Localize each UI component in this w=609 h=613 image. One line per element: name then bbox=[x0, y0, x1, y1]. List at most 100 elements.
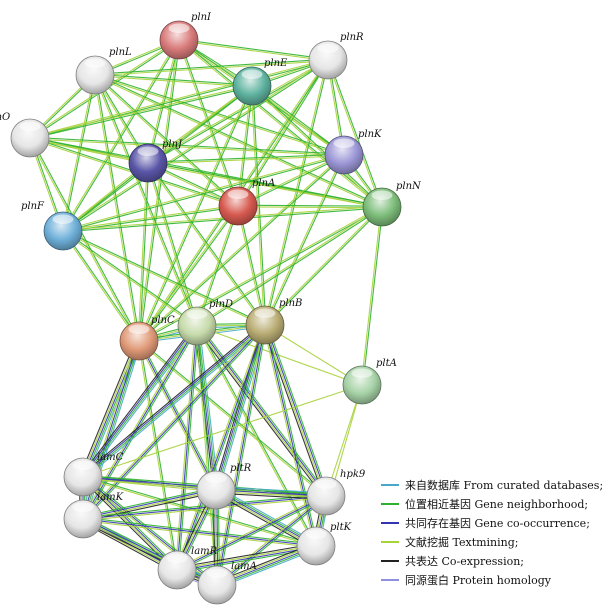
node-plnR[interactable]: plnR bbox=[308, 32, 364, 80]
node-sphere-pltR[interactable] bbox=[196, 470, 236, 510]
node-lamK[interactable]: lamK bbox=[63, 492, 124, 539]
edge-hpk9-lamA bbox=[215, 494, 328, 587]
edge-plnJ-plnK bbox=[147, 153, 345, 165]
node-label-plnF: plnF bbox=[21, 201, 45, 212]
node-plnO[interactable]: plnO bbox=[0, 112, 50, 158]
edge-line-neighborhood bbox=[83, 516, 317, 545]
node-sphere-plnE[interactable] bbox=[232, 66, 272, 106]
node-hpk9[interactable]: hpk9 bbox=[306, 469, 366, 516]
edge-line-neighborhood bbox=[238, 86, 254, 207]
edge-line-neighborhood bbox=[83, 326, 199, 521]
edge-line-textmining bbox=[176, 494, 326, 570]
edge-line-neighborhood bbox=[179, 38, 329, 60]
edge-line-neighborhood bbox=[265, 60, 330, 326]
edge-plnF-plnD bbox=[62, 229, 198, 328]
node-plnL[interactable]: plnL bbox=[75, 47, 132, 95]
node-sphere-plnF[interactable] bbox=[43, 211, 83, 251]
edge-line-neighborhood bbox=[148, 161, 383, 207]
edge-line-neighborhood bbox=[63, 230, 141, 341]
node-sphere-plnK[interactable] bbox=[324, 135, 364, 175]
edge-line-neighborhood bbox=[95, 74, 239, 206]
node-sphere-plnC[interactable] bbox=[119, 321, 159, 361]
node-plnD[interactable]: plnD bbox=[177, 299, 233, 346]
edge-line-neighborhood bbox=[238, 205, 267, 325]
edge-line-neighborhood bbox=[252, 85, 383, 207]
edge-line-neighborhood bbox=[177, 547, 317, 573]
node-highlight-plnN bbox=[371, 190, 393, 200]
node-pltR[interactable]: pltR bbox=[196, 463, 252, 510]
legend-swatch-curated bbox=[381, 483, 399, 486]
node-label-plnN: plnN bbox=[396, 181, 422, 192]
node-sphere-lamC[interactable] bbox=[63, 457, 103, 497]
node-sphere-plnB[interactable] bbox=[245, 305, 285, 345]
node-highlight-plnR bbox=[317, 43, 339, 53]
node-sphere-plnA[interactable] bbox=[218, 186, 258, 226]
edge-line-neighborhood bbox=[217, 496, 328, 587]
node-lamC[interactable]: lamC bbox=[63, 452, 124, 497]
node-sphere-plnR[interactable] bbox=[308, 40, 348, 80]
node-plnK[interactable]: plnK bbox=[324, 129, 382, 175]
node-sphere-plnD[interactable] bbox=[177, 306, 217, 346]
edge-line-textmining bbox=[62, 231, 197, 328]
node-sphere-lamR[interactable] bbox=[157, 550, 197, 590]
node-plnF[interactable]: plnF bbox=[21, 201, 83, 251]
edge-plnN-plnF bbox=[62, 205, 383, 233]
edge-line-neighborhood bbox=[83, 325, 266, 479]
legend-label-coexpression: 共表达 Co-expression; bbox=[405, 554, 524, 568]
edge-line-textmining bbox=[360, 206, 382, 385]
nodes-layer: plnI plnL plnR plnE plnO plnJ plnK plnA plnN plnF… bbox=[0, 12, 422, 605]
edge-line-neighborhood bbox=[30, 136, 345, 155]
edge-line-textmining bbox=[93, 75, 139, 342]
node-sphere-plnO[interactable] bbox=[10, 118, 50, 158]
node-pltK[interactable]: pltK bbox=[296, 522, 352, 566]
edge-line-cooccurrence bbox=[176, 495, 327, 571]
edge-line-textmining bbox=[137, 162, 148, 341]
legend-swatch-coexpression bbox=[381, 559, 399, 562]
edge-line-neighborhood bbox=[147, 153, 344, 163]
edge-line-coexpression bbox=[79, 339, 137, 476]
node-label-lamR: lamR bbox=[191, 546, 218, 557]
node-lamR[interactable]: lamR bbox=[157, 546, 218, 590]
node-plnE[interactable]: plnE bbox=[232, 58, 288, 106]
edge-line-textmining bbox=[94, 75, 252, 88]
node-lamA[interactable]: lamA bbox=[197, 561, 257, 605]
node-sphere-plnN[interactable] bbox=[362, 187, 402, 227]
edge-line-neighborhood bbox=[265, 207, 383, 326]
node-sphere-plnL[interactable] bbox=[75, 55, 115, 95]
edge-line-neighborhood bbox=[83, 325, 267, 521]
edge-line-textmining bbox=[263, 59, 328, 325]
node-pltA[interactable]: pltA bbox=[342, 358, 397, 405]
edge-line-neighborhood bbox=[266, 324, 329, 496]
edge-line-textmining bbox=[195, 205, 238, 326]
edge-line-textmining bbox=[62, 205, 382, 231]
edge-line-neighborhood bbox=[265, 155, 346, 326]
edge-plnL-plnR bbox=[94, 58, 329, 77]
edge-line-neighborhood bbox=[63, 40, 181, 232]
edge-line-neighborhood bbox=[30, 137, 141, 341]
node-highlight-plnI bbox=[168, 23, 190, 33]
node-plnJ[interactable]: plnJ bbox=[128, 139, 183, 183]
node-label-plnB: plnB bbox=[279, 298, 302, 309]
node-plnN[interactable]: plnN bbox=[362, 181, 422, 227]
node-plnI[interactable]: plnI bbox=[159, 12, 212, 60]
node-sphere-lamK[interactable] bbox=[63, 499, 103, 539]
node-sphere-hpk9[interactable] bbox=[306, 476, 346, 516]
node-sphere-pltK[interactable] bbox=[296, 526, 336, 566]
node-plnC[interactable]: plnC bbox=[119, 315, 175, 361]
edge-line-textmining bbox=[62, 231, 265, 327]
edge-plnA-plnB bbox=[236, 205, 267, 326]
node-sphere-lamA[interactable] bbox=[197, 565, 237, 605]
legend-swatch-cooccurrence bbox=[381, 521, 399, 524]
edge-line-neighborhood bbox=[139, 206, 240, 342]
legend-item-curated: 来自数据库 From curated databases; bbox=[381, 475, 606, 494]
node-highlight-lamR bbox=[166, 553, 188, 563]
node-plnB[interactable]: plnB bbox=[245, 298, 302, 345]
node-sphere-plnI[interactable] bbox=[159, 20, 199, 60]
node-label-pltR: pltR bbox=[230, 463, 252, 474]
node-sphere-plnJ[interactable] bbox=[128, 143, 168, 183]
node-sphere-pltA[interactable] bbox=[342, 365, 382, 405]
edge-line-textmining bbox=[174, 324, 265, 570]
node-plnA[interactable]: plnA bbox=[218, 178, 275, 226]
edge-plnK-plnB bbox=[263, 154, 346, 326]
edge-line-coexpression bbox=[176, 543, 316, 569]
